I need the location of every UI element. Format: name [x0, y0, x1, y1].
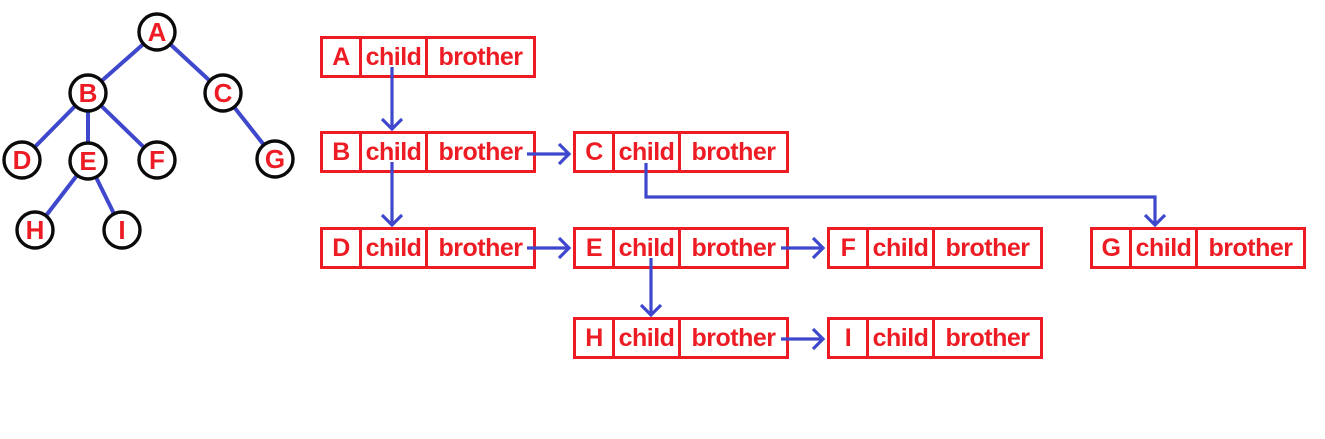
- brother-cell-i: brother: [945, 323, 1031, 352]
- list-node-b: B child brother: [320, 131, 536, 173]
- letter-cell-d: D: [332, 233, 350, 262]
- child-cell-a: child: [359, 39, 428, 75]
- tree-node-f: F: [137, 140, 177, 180]
- node-circle-g: [255, 139, 295, 179]
- child-cell-d: child: [359, 230, 428, 266]
- node-circle-c: [203, 73, 243, 113]
- child-cell-f: child: [866, 230, 935, 266]
- brother-cell-d: brother: [438, 233, 524, 262]
- brother-cell-a: brother: [438, 42, 524, 71]
- letter-cell-f: F: [840, 233, 856, 262]
- tree-diagram: A B C D E F G H: [2, 12, 295, 250]
- child-cell-b: child: [359, 134, 428, 170]
- tree-node-i: I: [102, 210, 142, 250]
- letter-cell-c: C: [585, 137, 603, 166]
- list-node-e: E child brother: [573, 227, 789, 269]
- list-node-h: H child brother: [573, 317, 789, 359]
- letter-cell-e: E: [585, 233, 603, 262]
- node-circle-i: [102, 210, 142, 250]
- child-cell-h: child: [612, 320, 681, 356]
- letter-cell-g: G: [1101, 233, 1121, 262]
- node-label-a: A: [148, 17, 167, 47]
- letter-cell-a: A: [332, 42, 350, 71]
- node-label-i: I: [118, 215, 125, 245]
- node-circle-d: [2, 140, 42, 180]
- brother-cell-e: brother: [691, 233, 777, 262]
- tree-node-c: C: [203, 73, 243, 113]
- node-label-b: B: [79, 78, 98, 108]
- tree-node-b: B: [68, 73, 108, 113]
- list-node-c: C child brother: [573, 131, 789, 173]
- tree-node-e: E: [68, 141, 108, 181]
- tree-node-g: G: [255, 139, 295, 179]
- list-node-a: A child brother: [320, 36, 536, 78]
- brother-cell-b: brother: [438, 137, 524, 166]
- letter-cell-h: H: [585, 323, 603, 352]
- child-cell-c: child: [612, 134, 681, 170]
- node-circle-b: [68, 73, 108, 113]
- letter-cell-i: I: [844, 323, 852, 352]
- list-node-d: D child brother: [320, 227, 536, 269]
- tree-node-d: D: [2, 140, 42, 180]
- node-label-e: E: [79, 146, 96, 176]
- brother-cell-g: brother: [1208, 233, 1294, 262]
- node-circle-a: [137, 12, 177, 52]
- tree-node-h: H: [15, 210, 55, 250]
- node-label-d: D: [13, 145, 32, 175]
- node-label-g: G: [265, 144, 285, 174]
- brother-cell-c: brother: [691, 137, 777, 166]
- node-circle-e: [68, 141, 108, 181]
- list-node-g: G child brother: [1090, 227, 1306, 269]
- letter-cell-b: B: [332, 137, 350, 166]
- node-label-h: H: [26, 215, 45, 245]
- child-cell-e: child: [612, 230, 681, 266]
- list-node-i: I child brother: [827, 317, 1043, 359]
- brother-cell-h: brother: [691, 323, 777, 352]
- node-circle-h: [15, 210, 55, 250]
- child-cell-i: child: [866, 320, 935, 356]
- node-circle-f: [137, 140, 177, 180]
- node-label-f: F: [149, 145, 165, 175]
- tree-node-a: A: [137, 12, 177, 52]
- list-node-f: F child brother: [827, 227, 1043, 269]
- brother-cell-f: brother: [945, 233, 1031, 262]
- node-label-c: C: [214, 78, 233, 108]
- child-cell-g: child: [1129, 230, 1198, 266]
